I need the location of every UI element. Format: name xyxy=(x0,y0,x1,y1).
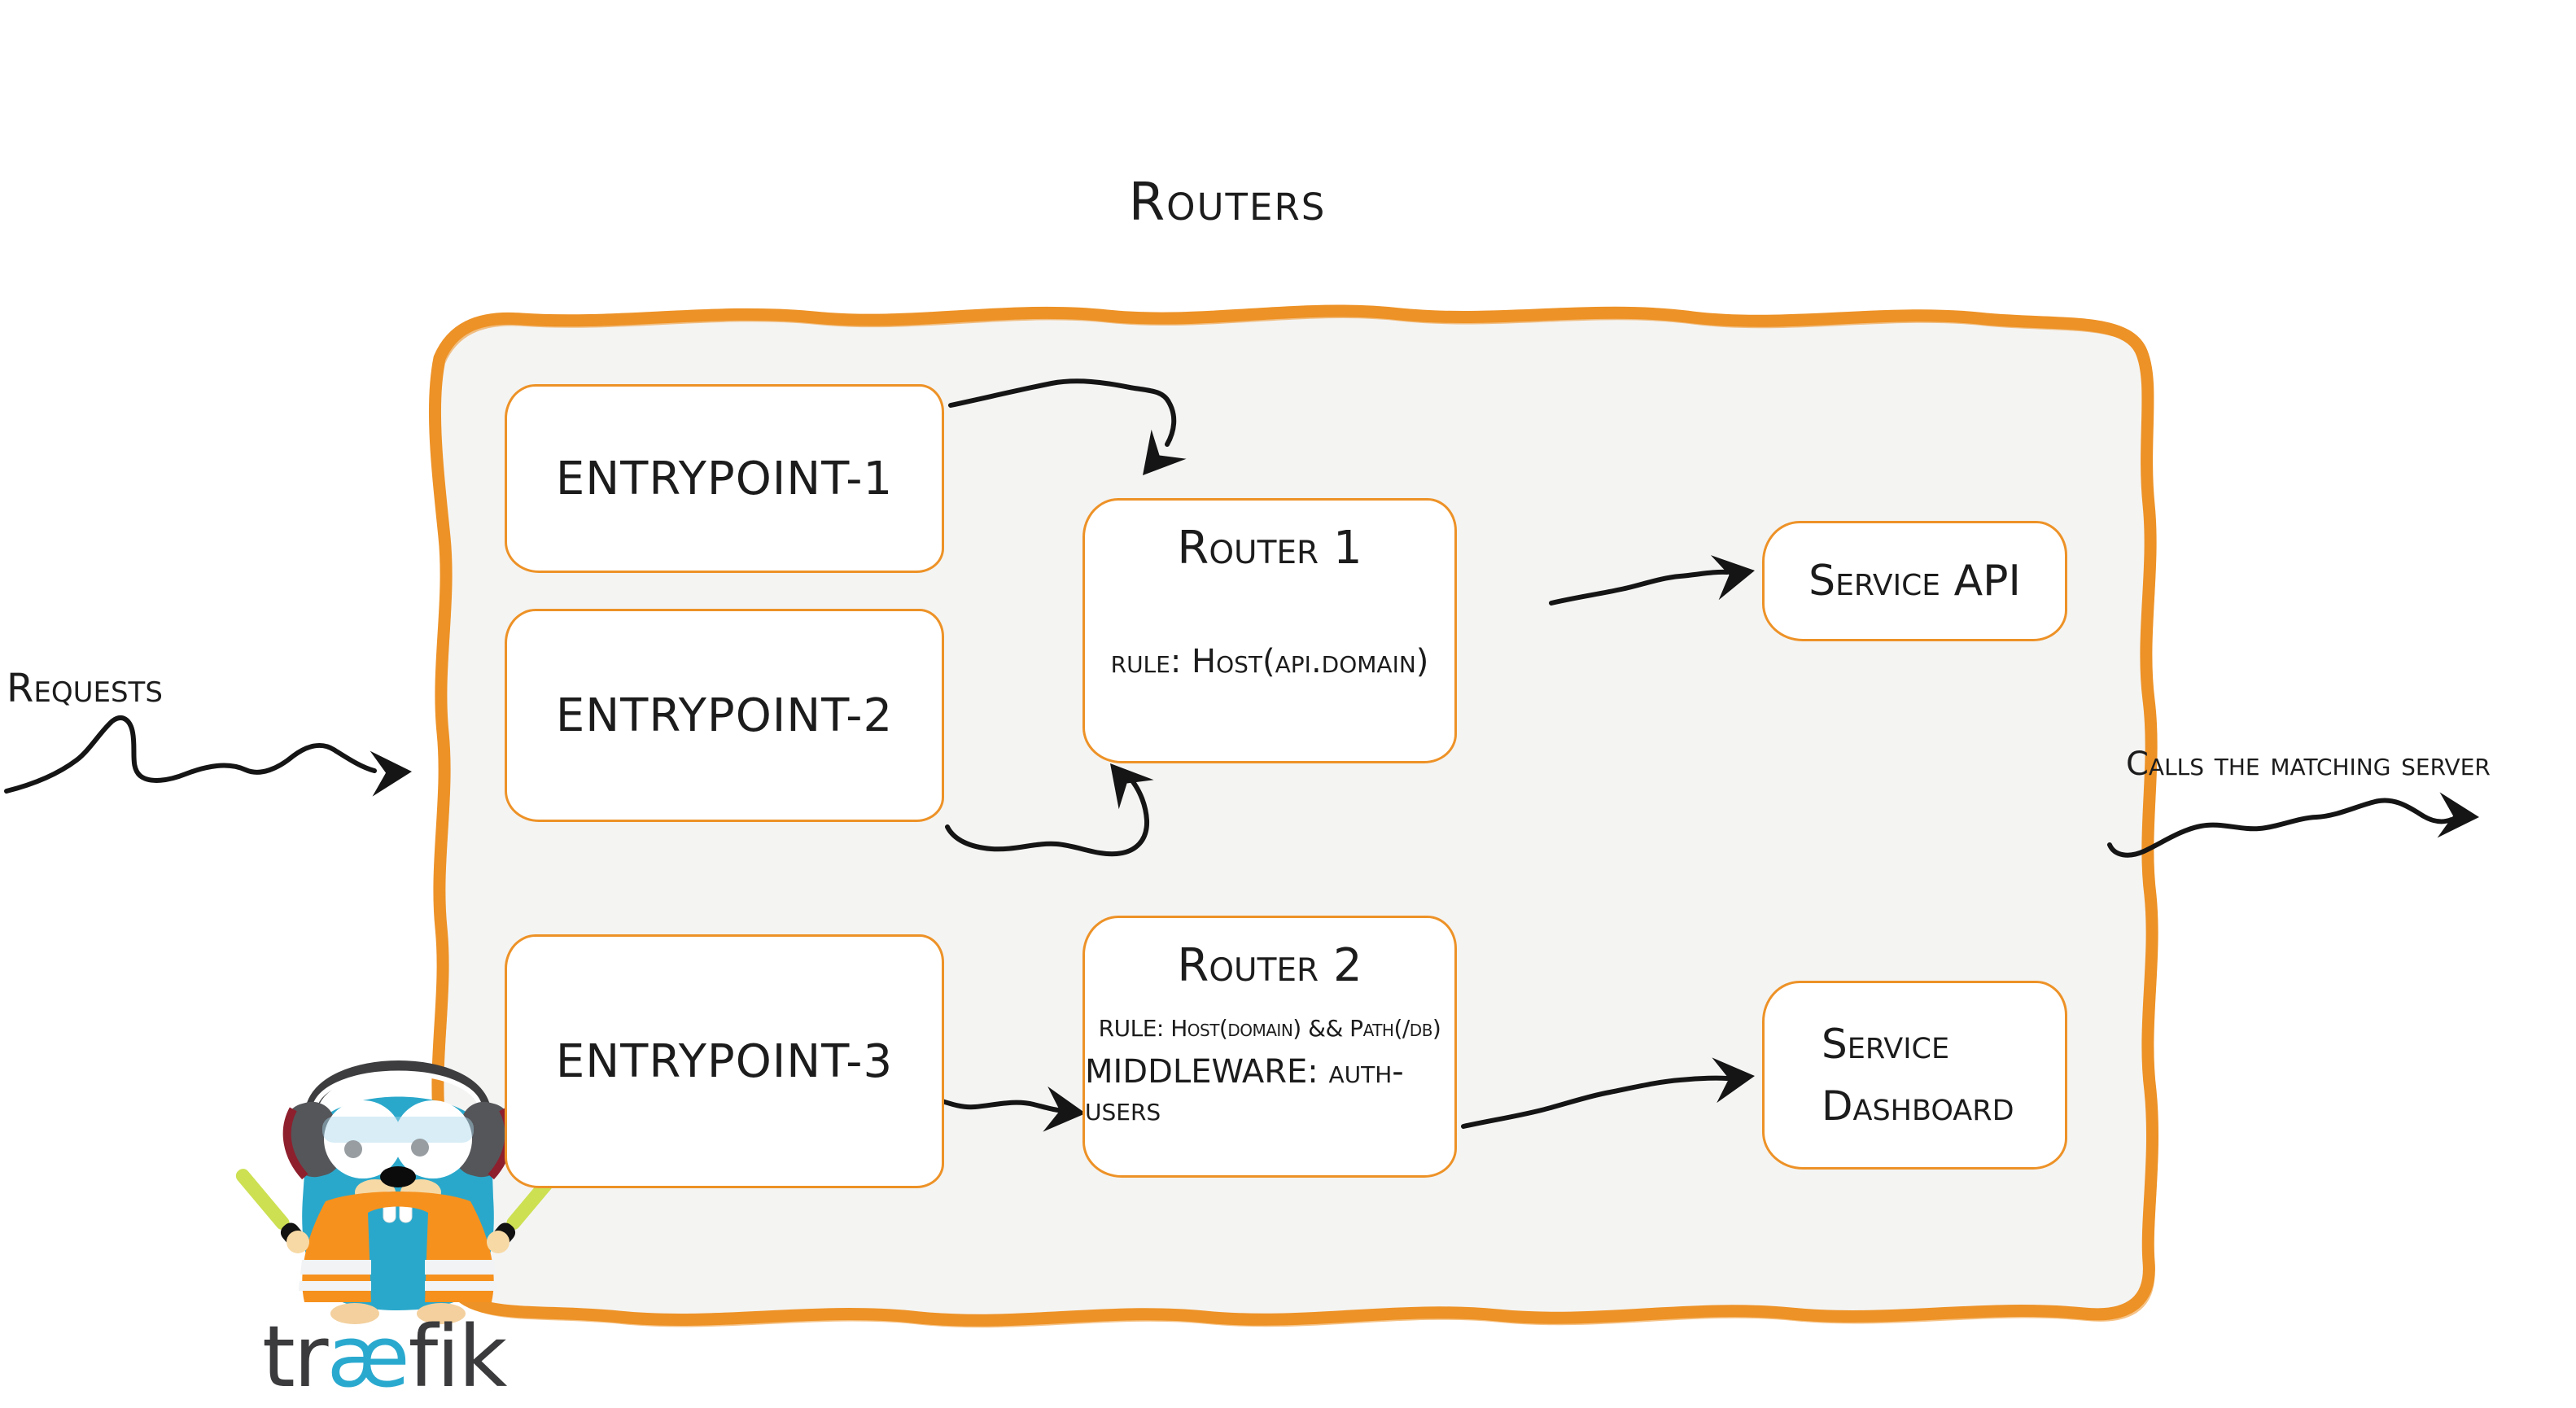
arrowhead xyxy=(370,750,412,797)
wordmark-pre: tr xyxy=(262,1307,329,1406)
router-2-middleware: MIDDLEWARE: auth-users xyxy=(1085,1053,1404,1128)
router-2-title: Router 2 xyxy=(1177,939,1362,992)
arrowhead xyxy=(1712,1057,1755,1104)
service-api-label: Service API xyxy=(1808,557,2021,606)
arrowhead xyxy=(1143,429,1187,475)
service-api-box: Service API xyxy=(1762,521,2067,641)
wordmark-post: fik xyxy=(408,1307,508,1406)
gopher-headphones-icon xyxy=(304,1060,492,1113)
router-1-title: Router 1 xyxy=(1177,522,1362,575)
arrowhead xyxy=(2437,792,2479,838)
router-1-rule: rule: Host(api.domain) xyxy=(1110,643,1429,680)
gopher-vest xyxy=(299,1192,497,1302)
service-dashboard-label-line1: Service xyxy=(1822,1021,1950,1068)
entrypoint2-to-router1-arrow xyxy=(945,763,1154,857)
entrypoint-1-box: entrypoint-1 xyxy=(505,384,944,573)
router1-to-service-api-arrow xyxy=(1549,555,1755,606)
service-dashboard-box: Service Dashboard xyxy=(1762,981,2067,1170)
entrypoint-2-label: entrypoint-2 xyxy=(555,689,894,742)
arrowhead xyxy=(1710,555,1755,601)
traefik-gopher-logo xyxy=(235,1060,561,1324)
service-dashboard-label-line2: Dashboard xyxy=(1822,1082,2014,1130)
calls-out-arrow xyxy=(2107,792,2479,858)
router-2-box: Router 2 RULE: Host(domain) && Path(/db)… xyxy=(1082,916,1457,1178)
traefik-wordmark: træfik xyxy=(262,1307,508,1406)
entrypoint1-to-router1-arrow xyxy=(948,378,1187,475)
gopher-goggles-icon xyxy=(322,1100,474,1178)
entrypoint-2-box: entrypoint-2 xyxy=(505,609,944,822)
arrowhead xyxy=(1110,763,1154,810)
gopher-baton-left-icon xyxy=(235,1169,309,1253)
entrypoint-3-label: entrypoint-3 xyxy=(555,1034,894,1088)
router2-to-service-dashboard-arrow xyxy=(1461,1057,1755,1129)
entrypoint-3-box: entrypoint-3 xyxy=(505,934,944,1188)
arrowhead xyxy=(1043,1086,1086,1132)
router-2-rule: RULE: Host(domain) && Path(/db) xyxy=(1098,1015,1441,1042)
gopher-feet xyxy=(330,1303,466,1324)
gopher-earcup-left-icon xyxy=(282,1101,343,1180)
requests-label: Requests xyxy=(7,666,163,711)
wordmark-ae: æ xyxy=(326,1307,410,1406)
requests-arrow xyxy=(4,715,412,797)
calls-matching-server-label: Calls the matching server xyxy=(2126,746,2491,783)
diagram-title: Routers xyxy=(1128,173,1327,233)
router-1-box: Router 1 rule: Host(api.domain) xyxy=(1082,498,1457,763)
entrypoint-1-label: entrypoint-1 xyxy=(555,452,894,505)
